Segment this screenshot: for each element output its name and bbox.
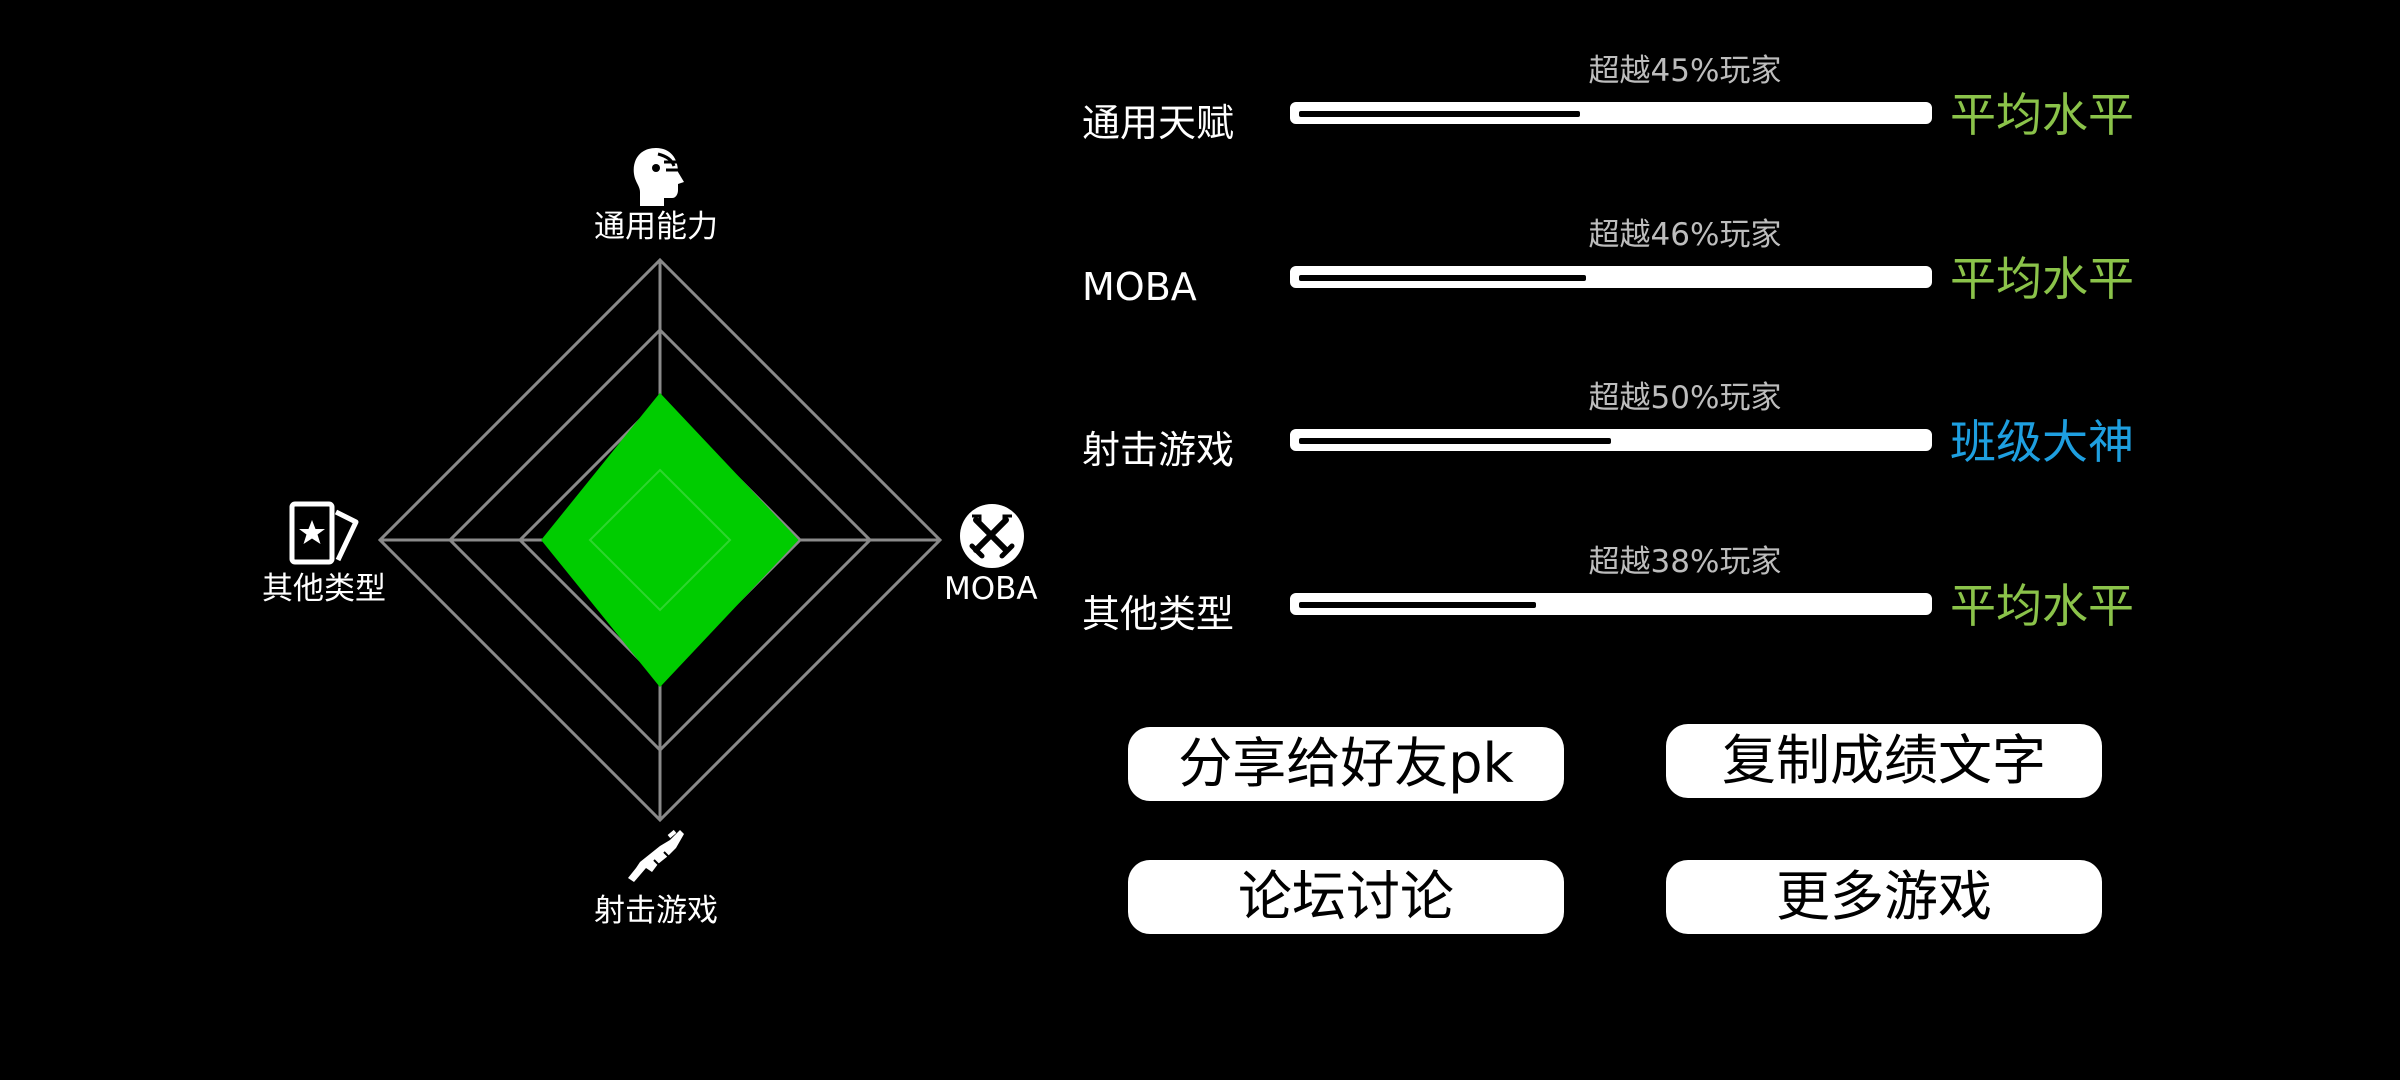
radar-chart: [377, 257, 943, 823]
stat-percent-text: 超越46%玩家: [1588, 217, 1782, 253]
crossed-swords-icon: [960, 504, 1024, 568]
progress-bar: [1290, 266, 1932, 288]
stat-percent-text: 超越50%玩家: [1588, 380, 1782, 416]
axis-label-bottom: 射击游戏: [594, 893, 718, 929]
stat-row-general: 通用天赋 超越45%玩家 平均水平: [1082, 56, 2182, 176]
stat-percent-text: 超越45%玩家: [1588, 53, 1782, 89]
forum-button[interactable]: 论坛讨论: [1128, 860, 1564, 934]
axis-label-left: 其他类型: [262, 571, 386, 607]
progress-bar-fill: [1299, 275, 1587, 281]
stat-name: 通用天赋: [1082, 101, 1235, 145]
radar-area: [541, 392, 799, 688]
progress-bar: [1290, 429, 1932, 451]
progress-bar-fill: [1299, 602, 1537, 608]
head-profile-icon: [633, 148, 684, 206]
copy-result-button[interactable]: 复制成绩文字: [1666, 724, 2102, 798]
progress-bar: [1290, 593, 1932, 615]
radar-grid-overlay: [588, 468, 732, 612]
stat-level: 平均水平: [1950, 252, 2134, 306]
stat-level: 班级大神: [1950, 415, 2134, 469]
stat-row-other: 其他类型 超越38%玩家 平均水平: [1082, 547, 2182, 667]
axis-label-top: 通用能力: [594, 209, 718, 245]
more-games-button[interactable]: 更多游戏: [1666, 860, 2102, 934]
progress-bar-fill: [1299, 438, 1611, 444]
progress-bar-fill: [1299, 111, 1580, 117]
stat-level: 平均水平: [1950, 88, 2134, 142]
axis-label-right: MOBA: [944, 571, 1038, 607]
star-card-icon: [289, 501, 359, 565]
stat-row-moba: MOBA 超越46%玩家 平均水平: [1082, 220, 2182, 340]
rifle-icon: [628, 829, 684, 882]
progress-bar: [1290, 102, 1932, 124]
stat-percent-text: 超越38%玩家: [1588, 544, 1782, 580]
stat-name: 其他类型: [1082, 592, 1235, 636]
stat-row-shooter: 射击游戏 超越50%玩家 班级大神: [1082, 383, 2182, 503]
stat-level: 平均水平: [1950, 579, 2134, 633]
stat-name: MOBA: [1082, 265, 1197, 309]
stat-name: 射击游戏: [1082, 428, 1235, 472]
share-pk-button[interactable]: 分享给好友pk: [1128, 727, 1564, 801]
